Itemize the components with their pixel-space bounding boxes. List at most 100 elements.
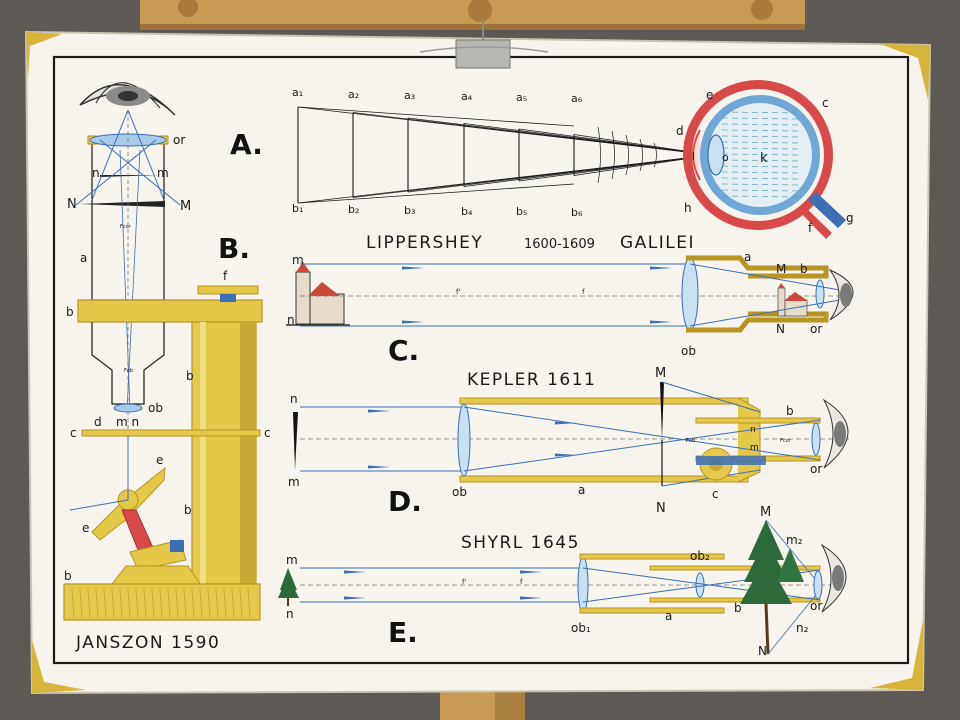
galilei-telescope xyxy=(286,255,854,333)
kep-label-m2: m xyxy=(750,443,759,453)
ray-line xyxy=(126,149,141,411)
ray-arrows xyxy=(402,266,672,324)
grain-line xyxy=(95,587,99,619)
ray-arrow xyxy=(368,409,390,413)
grain-line xyxy=(87,587,91,619)
gal-label-n: n xyxy=(287,313,295,327)
envelope-line xyxy=(297,183,575,204)
ray-line xyxy=(119,149,131,411)
grain-line xyxy=(135,587,139,619)
kep-label-fob: Fob xyxy=(686,438,695,444)
ray-line xyxy=(463,406,821,461)
ray-arrows xyxy=(344,570,542,600)
focus-rack xyxy=(696,456,766,465)
vitreous-line xyxy=(721,147,801,150)
envelope-line xyxy=(297,106,575,127)
convergence-arc xyxy=(597,126,601,184)
label-b3: b₃ xyxy=(404,204,415,217)
grain-line xyxy=(175,587,179,619)
shy-label-b: b xyxy=(734,601,742,615)
eye-cornea xyxy=(692,129,701,181)
convergence-arc xyxy=(639,138,643,172)
grain-line xyxy=(111,587,115,619)
title-shyrl: SHYRL 1645 xyxy=(461,533,580,553)
brass-corner xyxy=(870,620,923,690)
eye-label-k: k xyxy=(760,151,768,166)
grain-line xyxy=(223,587,227,619)
easel-peg xyxy=(751,0,773,20)
tree-icon xyxy=(278,568,299,606)
grain-line xyxy=(151,587,155,619)
ray-arrow xyxy=(368,465,390,469)
grain-line xyxy=(127,587,131,619)
micro-label-c-right: c xyxy=(264,426,271,440)
base-wood-grain xyxy=(71,587,251,619)
shy-label-m: m xyxy=(286,553,298,567)
shy-label-N: N xyxy=(758,644,767,658)
grain-line xyxy=(143,587,147,619)
arrow-icon xyxy=(80,201,165,207)
easel-peg xyxy=(178,0,198,17)
grain-line xyxy=(183,587,187,619)
micro-label-M: M xyxy=(180,199,191,214)
ray-line xyxy=(127,109,165,201)
optic-nerve xyxy=(808,192,846,228)
shy-label-M: M xyxy=(760,505,771,520)
telescope-tube-top xyxy=(579,553,725,560)
telescope-tube-top xyxy=(459,397,749,405)
ray-line xyxy=(69,499,129,511)
church-tower-roof xyxy=(778,283,785,288)
pillar-highlight xyxy=(200,322,206,584)
ray-arrow xyxy=(650,320,672,324)
ray-line xyxy=(75,139,157,206)
kep-label-m: m xyxy=(288,475,300,489)
kep-label-a: a xyxy=(578,483,585,497)
micro-label-n: n xyxy=(92,166,100,180)
micro-label-ob: ob xyxy=(148,401,163,415)
vitreous-line xyxy=(721,141,801,144)
ray-arrow xyxy=(555,421,577,425)
eye-icon xyxy=(822,398,849,469)
ray-line xyxy=(765,519,821,586)
microscope-drawing xyxy=(63,82,263,621)
micro-label-b-mid: b xyxy=(184,503,192,517)
objective-lens xyxy=(113,403,143,413)
vitreous-line xyxy=(721,159,801,162)
micro-label-fcor: Fcor xyxy=(120,224,132,230)
microscope-collar xyxy=(77,299,263,323)
eye-icon xyxy=(828,268,854,321)
eye-vitreous xyxy=(708,103,812,207)
grain-line xyxy=(247,587,251,619)
telescope-body xyxy=(686,255,829,333)
ray-arrow xyxy=(650,266,672,270)
vitreous-line xyxy=(721,195,801,198)
easel-leg-shade xyxy=(495,690,525,720)
shy-label-a: a xyxy=(665,609,672,623)
title-janszon: JANSZON 1590 xyxy=(75,633,220,653)
label-b6: b₆ xyxy=(571,206,583,219)
micro-label-b-base: b xyxy=(64,569,72,583)
kep-label-n2: n xyxy=(750,425,756,435)
kep-label-M: M xyxy=(655,366,666,381)
label-a2: a₂ xyxy=(348,88,359,101)
shy-label-ob2: ob₂ xyxy=(690,549,710,563)
section-label-d: D. xyxy=(388,485,422,518)
church-tower xyxy=(777,287,786,317)
mirror-clamp xyxy=(170,540,184,552)
gal-label-M: M xyxy=(776,262,786,276)
arrow-icon xyxy=(293,412,298,470)
eye-label-f: f xyxy=(808,221,813,235)
vitreous-line xyxy=(721,165,801,168)
micro-label-a: a xyxy=(80,251,87,265)
label-b5: b₅ xyxy=(516,205,527,218)
kep-label-n: n xyxy=(290,392,298,406)
grain-line xyxy=(79,587,83,619)
label-b4: b₄ xyxy=(461,205,473,218)
church-tower xyxy=(295,271,311,325)
ray-line xyxy=(661,381,761,413)
ray-arrow xyxy=(555,453,577,457)
micro-label-c-left: c xyxy=(70,426,77,440)
eye-label-h: h xyxy=(684,201,692,215)
gal-label-N: N xyxy=(776,322,785,336)
